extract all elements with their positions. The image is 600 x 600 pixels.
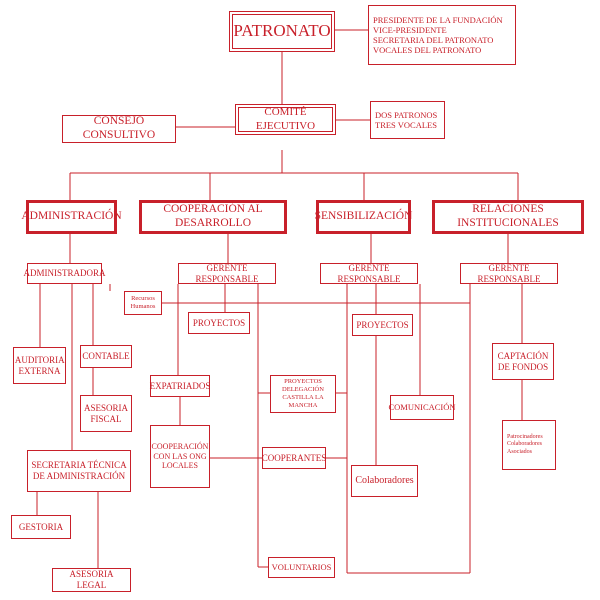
comite-member: DOS PATRONOS bbox=[375, 109, 438, 120]
proyectos-delegacion-box: PROYECTOS Delegación Castilla la Mancha bbox=[270, 375, 336, 413]
patronato-member: VICE-PRESIDENTE bbox=[373, 24, 447, 35]
asesoria-fiscal-box: ASESORIA FISCAL bbox=[80, 395, 132, 432]
comite-member: TRES VOCALES bbox=[375, 120, 437, 130]
cooperacion-ong-locales-box: COOPERACIÓN CON LAS ONG LOCALES bbox=[150, 425, 210, 488]
sens-gerente-box: GERENTE RESPONSABLE bbox=[320, 263, 418, 284]
gestoria-box: GESTORIA bbox=[11, 515, 71, 539]
socio-item: Patrocinadores bbox=[507, 434, 543, 441]
patronato-member: PRESIDENTE DE LA FUNDACIÓN bbox=[373, 14, 503, 25]
contable-box: CONTABLE bbox=[80, 345, 132, 368]
expatriados-box: EXPATRIADOS bbox=[150, 375, 210, 397]
administradora-box: ADMINISTRADORA bbox=[24, 263, 106, 284]
cooperantes-box: COOPERANTES bbox=[262, 447, 326, 469]
patronato-members-box: PRESIDENTE DE LA FUNDACIÓN VICE-PRESIDEN… bbox=[368, 5, 516, 65]
rel-gerente-box: GERENTE RESPONSABLE bbox=[460, 263, 558, 284]
auditoria-externa-box: AUDITORIA EXTERNA bbox=[13, 347, 66, 384]
area-cooperacion: COOPERACIÓN AL DESARROLLO bbox=[139, 200, 287, 234]
voluntarios-box: VOLUNTARIOS bbox=[268, 557, 335, 578]
comite-ejecutivo-box: COMITÉ EJECUTIVO bbox=[235, 104, 336, 135]
comunicacion-box: COMUNICACIÓN bbox=[388, 395, 456, 420]
sens-proyectos-box: PROYECTOS bbox=[352, 314, 413, 336]
secretaria-tecnica-box: SECRETARIA TÉCNICA DE ADMINISTRACIÓN bbox=[27, 450, 131, 492]
asesoria-legal-box: ASESORIA LEGAL bbox=[52, 568, 131, 592]
socio-item: Asociados bbox=[507, 448, 532, 455]
captacion-fondos-box: CAPTACIÓN DE FONDOS bbox=[492, 343, 554, 380]
socio-item: Colaboradores bbox=[507, 441, 542, 448]
consejo-consultivo-box: CONSEJO CONSULTIVO bbox=[62, 115, 176, 143]
patronato-box: PATRONATO bbox=[229, 11, 335, 52]
coop-gerente-box: GERENTE RESPONSABLE bbox=[178, 263, 276, 284]
area-relaciones: RELACIONES INSTITUCIONALES bbox=[432, 200, 584, 234]
recursos-humanos-box: Recursos Humanos bbox=[124, 291, 162, 315]
socios-box: Patrocinadores Colaboradores Asociados bbox=[502, 420, 556, 470]
comite-members-box: DOS PATRONOS TRES VOCALES bbox=[370, 101, 445, 139]
colaboradores-box: Colaboradores bbox=[351, 465, 418, 497]
area-sensibilizacion: SENSIBILIZACIÓN bbox=[315, 200, 412, 234]
patronato-member: SECRETARIA DEL PATRONATO bbox=[373, 35, 494, 45]
patronato-member: VOCALES DEL PATRONATO bbox=[373, 45, 482, 56]
area-administracion: ADMINISTRACIÓN bbox=[21, 200, 122, 234]
coop-proyectos-box: PROYECTOS bbox=[188, 312, 250, 334]
